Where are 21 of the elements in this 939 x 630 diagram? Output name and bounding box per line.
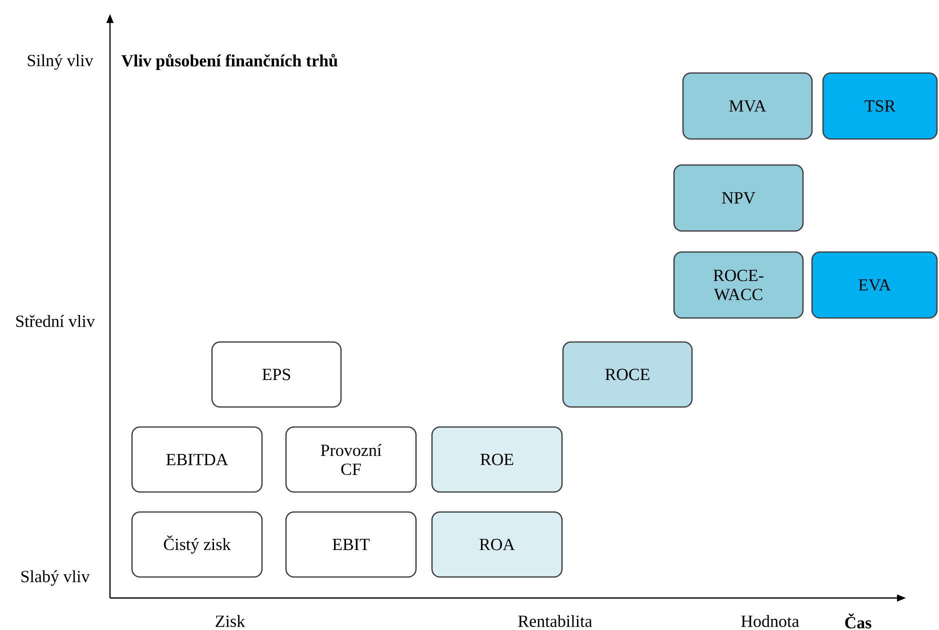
metric-box: ROCE-WACC <box>673 251 804 319</box>
axis-label: Silný vliv <box>28 54 94 70</box>
metric-box: EBITDA <box>131 426 263 493</box>
axis-label: Slabý vliv <box>21 570 90 586</box>
axis-label: Rentabilita <box>518 615 592 627</box>
metric-box: ROA <box>431 511 563 578</box>
metric-box: EPS <box>211 341 342 408</box>
axis-label: Čas <box>845 614 872 628</box>
axis-label: Hodnota <box>741 615 800 627</box>
metric-box: EVA <box>811 251 938 319</box>
chart-title: Vliv působení finančních trhů <box>121 54 338 70</box>
axis-label: Střední vliv <box>16 315 95 327</box>
metric-box: Provozní CF <box>285 426 417 493</box>
metric-box: TSR <box>822 72 938 140</box>
metric-box: ROCE <box>562 341 693 408</box>
axis-label: Zisk <box>216 615 246 627</box>
metric-box: EBIT <box>285 511 417 578</box>
metric-box: MVA <box>682 72 813 140</box>
metric-box: ROE <box>431 426 563 493</box>
metric-box: NPV <box>673 164 804 232</box>
metric-box: Čistý zisk <box>131 511 263 578</box>
